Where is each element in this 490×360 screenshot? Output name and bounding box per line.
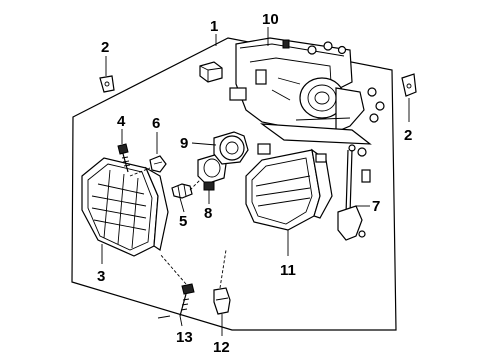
callout-13-label: 13 xyxy=(176,329,193,346)
headlamp-unit: 3 xyxy=(81,157,169,285)
bulb-socket: 8 xyxy=(197,153,227,222)
adjusting-screw: 4 xyxy=(117,113,131,173)
corner-lamp: 11 xyxy=(245,143,333,279)
lamp-socket-cap: 9 xyxy=(180,131,249,165)
adjuster-rod: 7 xyxy=(337,149,380,241)
assembly-guide-lines xyxy=(129,167,227,289)
clip-right: 2 xyxy=(401,73,417,144)
mounting-bolt: 13 xyxy=(157,283,195,346)
callout-11-label: 11 xyxy=(280,262,296,279)
callout-2-left-label: 2 xyxy=(101,39,109,56)
bottom-bracket-clip: 12 xyxy=(213,287,231,356)
callout-10-label: 10 xyxy=(262,11,279,28)
callout-10: 10 xyxy=(262,11,279,46)
callout-2-right-label: 2 xyxy=(404,127,412,144)
callout-5-label: 5 xyxy=(179,213,187,230)
callout-4-label: 4 xyxy=(117,113,126,130)
headlamp-housing-bracket xyxy=(229,37,372,145)
callout-12-label: 12 xyxy=(213,339,230,356)
assembly-boundary xyxy=(71,37,397,331)
callout-1-label: 1 xyxy=(210,18,218,35)
callout-1: 1 xyxy=(210,18,218,46)
headlamp-bulb: 5 xyxy=(171,183,193,230)
connector-block xyxy=(199,61,223,83)
callout-8-label: 8 xyxy=(204,205,212,222)
retaining-clip: 6 xyxy=(149,115,167,173)
callout-7-label: 7 xyxy=(372,198,380,215)
clip-left: 2 xyxy=(99,39,115,93)
callout-3-label: 3 xyxy=(97,268,105,285)
callout-9-label: 9 xyxy=(180,135,188,152)
callout-6-label: 6 xyxy=(152,115,160,132)
